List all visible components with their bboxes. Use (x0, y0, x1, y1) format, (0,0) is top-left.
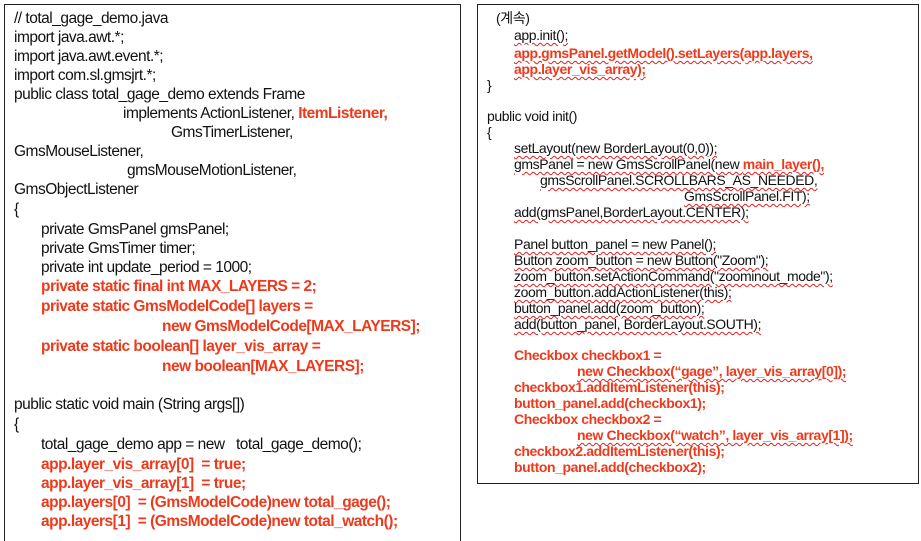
right-code-panel: (계속) app.init(); app.gmsPanel.getModel()… (477, 4, 919, 484)
highlighted-code: app.layers[1] = (GmsModelCode)new total_… (41, 513, 398, 530)
code-line: GmsScrollPanel.FIT); (684, 188, 810, 204)
highlighted-code: app.layer_vis_array[0] = true; (41, 456, 246, 473)
code-line: import com.sl.gmsjrt.*; (14, 67, 156, 84)
highlighted-code: private static boolean[] layer_vis_array… (41, 338, 321, 355)
code-line: { (487, 124, 492, 140)
code-line: setLayout(new BorderLayout(0,0)); (514, 140, 718, 156)
code-line: public class total_gage_demo extends Fra… (14, 86, 305, 103)
highlighted-code: app.layer_vis_array); (514, 61, 646, 77)
code-line: public void init() (487, 108, 578, 124)
code-text: implements ActionListener, (123, 105, 299, 122)
code-text: gmsPanel = new GmsScrollPanel(new (514, 156, 743, 172)
highlighted-code: app.layer_vis_array[1] = true; (41, 475, 246, 492)
code-line: { (14, 201, 19, 218)
highlighted-code: button_panel.add(checkbox2); (514, 459, 706, 475)
code-line: import java.awt.*; (14, 29, 124, 46)
code-line: gmsMouseMotionListener, (127, 162, 297, 179)
code-line: public static void main (String args[]) (14, 396, 245, 413)
highlighted-code: app.layers[0] = (GmsModelCode)new total_… (41, 494, 391, 511)
code-line: button_panel.add(zoom_button); (514, 300, 705, 316)
code-line: } (487, 77, 492, 93)
code-line: GmsTimerListener, (171, 124, 293, 141)
code-line: zoom_button.addActionListener(this); (514, 284, 732, 300)
code-line: private int update_period = 1000; (41, 259, 252, 276)
continued-label: (계속) (496, 10, 530, 26)
highlighted-code: private static final int MAX_LAYERS = 2; (41, 278, 317, 295)
highlighted-code: Checkbox checkbox1 = (514, 347, 662, 363)
highlighted-code: new Checkbox(“gage”, layer_vis_array[0])… (577, 363, 847, 379)
code-line: GmsObjectListener (14, 181, 139, 198)
code-line: import java.awt.event.*; (14, 48, 164, 65)
highlighted-code: Checkbox checkbox2 = (514, 411, 662, 427)
code-text: app.init(); (514, 27, 568, 43)
highlighted-code: checkbox2.addItemListener(this); (514, 443, 725, 459)
code-line: { (14, 416, 19, 433)
code-line: gmsPanel = new GmsScrollPanel(new main_l… (514, 156, 824, 172)
left-code-panel: // total_gage_demo.java import java.awt.… (4, 4, 461, 541)
highlighted-code: app.gmsPanel.getModel().setLayers(app.la… (514, 45, 813, 61)
code-line: Panel button_panel = new Panel(); (514, 236, 717, 252)
code-line: add(button_panel, BorderLayout.SOUTH); (514, 316, 762, 332)
code-line: GmsMouseListener, (14, 143, 144, 160)
highlighted-code: button_panel.add(checkbox1); (514, 395, 706, 411)
highlighted-code: checkbox1.addItemListener(this); (514, 379, 725, 395)
code-line: app.init(); (514, 27, 568, 43)
code-line: // total_gage_demo.java (14, 10, 168, 27)
code-line: add(gmsPanel,BorderLayout.CENTER); (514, 204, 749, 220)
highlighted-code: ItemListener, (298, 105, 388, 122)
code-line: total_gage_demo app = new total_gage_dem… (41, 436, 362, 453)
highlighted-code: main_layer(), (742, 156, 825, 172)
highlighted-code: new GmsModelCode[MAX_LAYERS]; (162, 318, 420, 335)
highlighted-code: private static GmsModelCode[] layers = (41, 298, 313, 315)
code-line: private GmsTimer timer; (41, 240, 196, 257)
code-line: gmsScrollPanel.SCROLLBARS_AS_NEEDED, (540, 172, 818, 188)
code-line: Button zoom_button = new Button("Zoom"); (514, 252, 769, 268)
highlighted-code: new Checkbox(“watch”, layer_vis_array[1]… (577, 427, 853, 443)
code-line: private GmsPanel gmsPanel; (41, 221, 229, 238)
code-line: implements ActionListener, ItemListener, (123, 104, 388, 123)
code-line: zoom_button.setActionCommand("zoominout_… (514, 268, 833, 284)
highlighted-code: new boolean[MAX_LAYERS]; (162, 358, 364, 375)
